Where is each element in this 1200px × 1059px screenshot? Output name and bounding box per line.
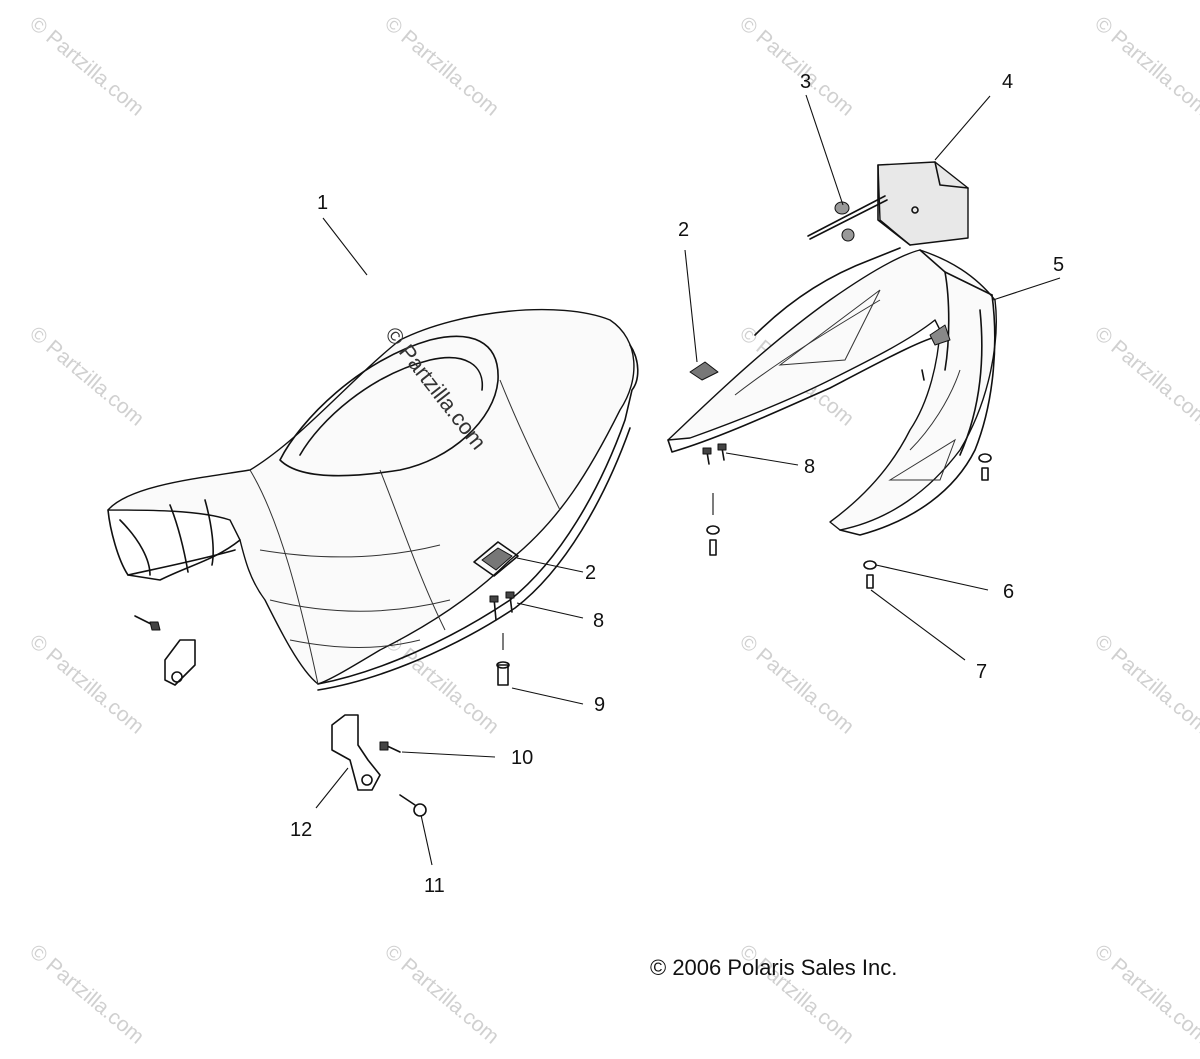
callout-3: 3 (800, 71, 812, 93)
rear-bumper (667, 247, 997, 536)
callout-8-seat: 8 (593, 610, 605, 632)
callout-12: 12 (290, 819, 313, 841)
fasteners-seat (489, 591, 515, 686)
callout-8-bumper: 8 (804, 456, 816, 478)
callout-7: 7 (976, 661, 988, 683)
callout-10: 10 (511, 747, 534, 769)
seat-part (107, 308, 639, 691)
leader-lines (315, 94, 1061, 866)
callout-2-bumper: 2 (678, 219, 690, 241)
bracket-left (134, 615, 196, 686)
tail-light (807, 161, 969, 246)
copyright-text: © 2006 Polaris Sales Inc. (650, 955, 898, 980)
callout-6: 6 (1003, 581, 1015, 603)
bracket-lower (331, 714, 427, 817)
callout-4: 4 (1002, 71, 1014, 93)
callout-11: 11 (424, 875, 445, 897)
fasteners-bumper (702, 369, 992, 589)
callout-5: 5 (1053, 254, 1065, 276)
callout-9: 9 (594, 694, 606, 716)
callout-2-seat: 2 (585, 562, 597, 584)
callout-1: 1 (317, 192, 329, 214)
